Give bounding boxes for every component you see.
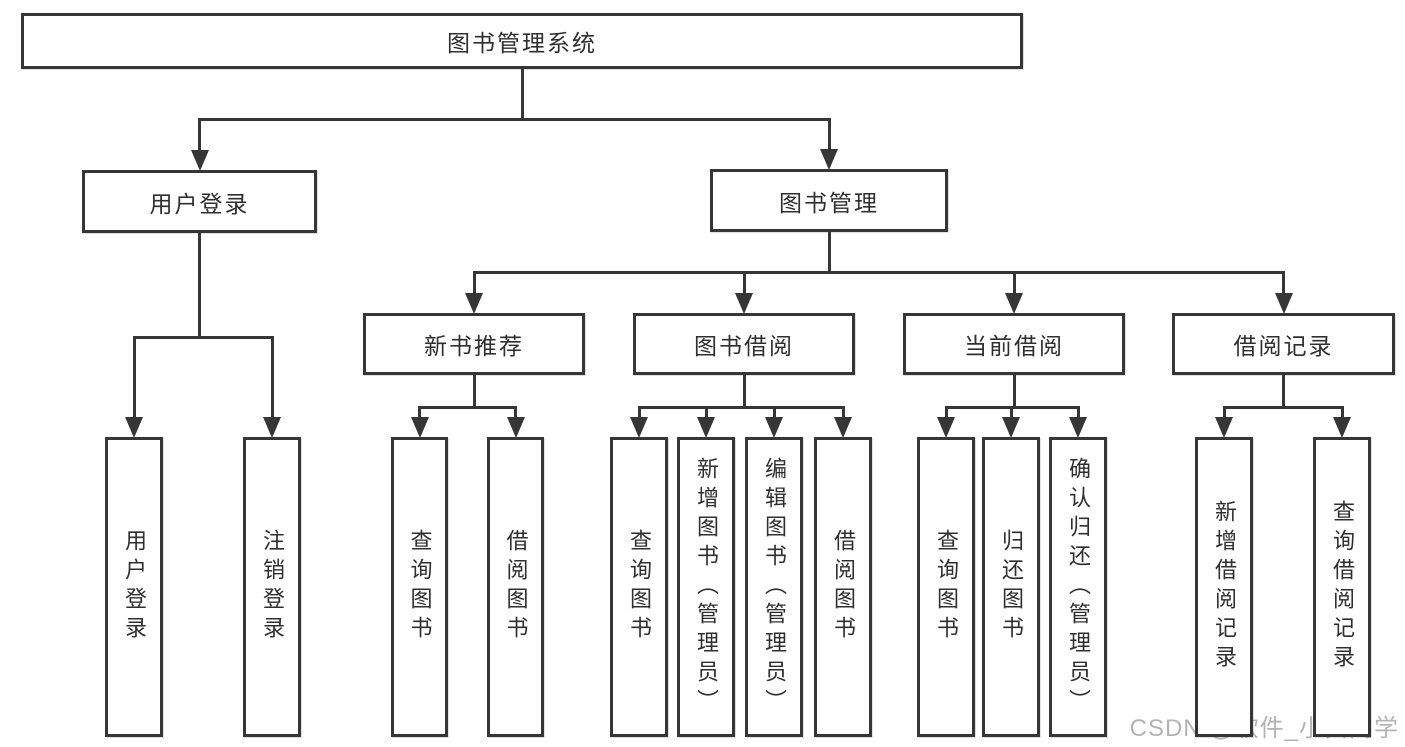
arrowhead-down-icon xyxy=(1274,293,1293,314)
connector-line xyxy=(270,336,274,418)
node-add-borrow-record-label: 新增借阅记录 xyxy=(1212,500,1237,674)
arrowhead-down-icon xyxy=(1002,417,1020,438)
node-confirm-return-admin-label: 确认归还（管理员） xyxy=(1066,456,1091,718)
connector-line xyxy=(1282,374,1285,409)
node-borrow-books-1: 借阅图书 xyxy=(487,437,544,737)
node-add-book-admin: 新增图书（管理员） xyxy=(677,437,735,737)
connector-line xyxy=(1012,374,1016,409)
node-edit-book-admin: 编辑图书（管理员） xyxy=(745,437,803,737)
node-query-books-2-label: 查询图书 xyxy=(627,529,652,645)
arrowhead-down-icon xyxy=(1069,417,1087,438)
node-user-login-leaf: 用户登录 xyxy=(105,437,163,737)
arrowhead-down-icon xyxy=(410,417,429,438)
node-library-management-system-label: 图书管理系统 xyxy=(447,30,597,56)
connector-line xyxy=(1282,271,1285,294)
connector-line xyxy=(827,118,831,150)
node-add-borrow-record: 新增借阅记录 xyxy=(1195,437,1253,737)
node-logout-leaf-label: 注销登录 xyxy=(260,529,285,645)
node-new-book-recommend: 新书推荐 xyxy=(363,313,585,375)
arrowhead-down-icon xyxy=(465,293,483,314)
connector-line xyxy=(1222,406,1344,409)
node-borrow-books-2: 借阅图书 xyxy=(814,437,872,737)
arrowhead-down-icon xyxy=(630,417,648,438)
arrowhead-down-icon xyxy=(263,417,281,438)
arrowhead-down-icon xyxy=(125,417,143,438)
connector-line xyxy=(472,271,1285,274)
node-query-borrow-record: 查询借阅记录 xyxy=(1313,437,1371,737)
node-confirm-return-admin: 确认归还（管理员） xyxy=(1049,437,1107,737)
node-add-book-admin-label: 新增图书（管理员） xyxy=(694,456,719,718)
node-query-books-2: 查询图书 xyxy=(610,437,668,737)
connector-line xyxy=(132,336,136,418)
node-book-management-label: 图书管理 xyxy=(779,189,879,216)
arrowhead-down-icon xyxy=(697,417,715,438)
arrowhead-down-icon xyxy=(506,417,525,438)
connector-line xyxy=(827,231,831,274)
connector-line xyxy=(1340,406,1344,418)
node-query-books-1-label: 查询图书 xyxy=(407,529,433,645)
connector-line xyxy=(1076,406,1080,418)
node-current-borrowing: 当前借阅 xyxy=(903,313,1125,375)
arrowhead-down-icon xyxy=(1215,417,1233,438)
connector-line xyxy=(198,118,201,151)
connector-line xyxy=(742,374,746,409)
arrowhead-down-icon xyxy=(190,150,209,171)
node-query-books-3: 查询图书 xyxy=(917,437,975,737)
arrowhead-down-icon xyxy=(1333,417,1351,438)
connector-line xyxy=(637,406,845,409)
connector-line xyxy=(1009,406,1013,418)
node-borrow-books-1-label: 借阅图书 xyxy=(503,529,529,645)
node-query-borrow-record-label: 查询借阅记录 xyxy=(1330,500,1355,674)
node-borrow-books-2-label: 借阅图书 xyxy=(831,529,856,645)
node-current-borrowing-label: 当前借阅 xyxy=(964,333,1064,359)
node-user-login-label: 用户登录 xyxy=(149,190,250,217)
node-book-management: 图书管理 xyxy=(710,169,948,232)
node-user-login: 用户登录 xyxy=(82,170,317,233)
connector-line xyxy=(742,271,746,294)
node-user-login-leaf-label: 用户登录 xyxy=(122,529,147,645)
node-borrowing-records: 借阅记录 xyxy=(1172,313,1395,375)
connector-line xyxy=(841,406,845,418)
connector-line xyxy=(944,406,948,418)
connector-line xyxy=(198,232,201,339)
node-edit-book-admin-label: 编辑图书（管理员） xyxy=(762,456,787,718)
connector-line xyxy=(418,406,517,409)
connector-line xyxy=(520,68,524,121)
connector-line xyxy=(514,406,517,418)
arrowhead-down-icon xyxy=(1005,293,1023,314)
node-return-book: 归还图书 xyxy=(982,437,1040,737)
connector-line xyxy=(132,336,274,339)
node-query-books-1: 查询图书 xyxy=(391,437,448,737)
connector-line xyxy=(1012,271,1016,294)
connector-line xyxy=(772,406,776,418)
connector-line xyxy=(198,118,831,121)
node-borrowing-records-label: 借阅记录 xyxy=(1233,333,1334,359)
connector-line xyxy=(704,406,708,418)
node-book-borrowing: 图书借阅 xyxy=(633,313,855,375)
node-query-books-3-label: 查询图书 xyxy=(934,529,959,645)
arrowhead-down-icon xyxy=(765,417,783,438)
node-library-management-system: 图书管理系统 xyxy=(21,13,1023,69)
connector-line xyxy=(472,271,476,294)
connector-line xyxy=(1222,406,1226,418)
node-new-book-recommend-label: 新书推荐 xyxy=(424,333,524,359)
connector-line xyxy=(472,374,476,409)
arrowhead-down-icon xyxy=(834,417,852,438)
node-book-borrowing-label: 图书借阅 xyxy=(694,333,794,359)
arrowhead-down-icon xyxy=(937,417,955,438)
node-return-book-label: 归还图书 xyxy=(999,529,1024,645)
arrowhead-down-icon xyxy=(820,149,838,170)
node-logout-leaf: 注销登录 xyxy=(243,437,301,737)
connector-line xyxy=(637,406,641,418)
connector-line xyxy=(418,406,421,418)
arrowhead-down-icon xyxy=(735,293,753,314)
